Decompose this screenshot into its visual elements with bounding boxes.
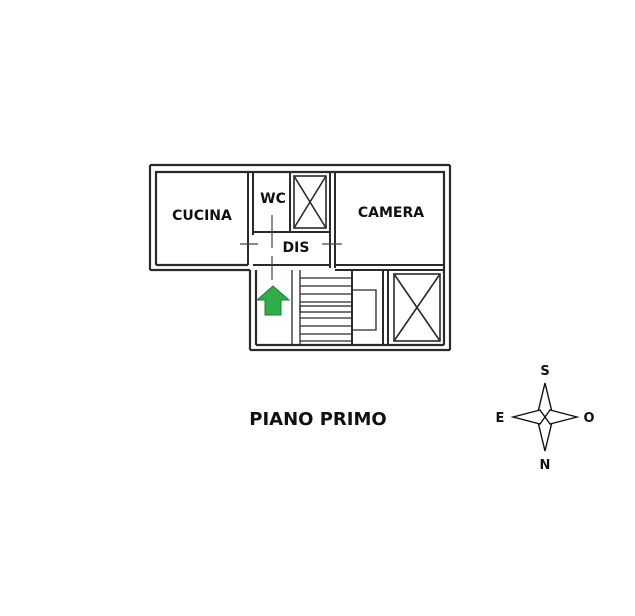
compass-rose-icon — [510, 382, 580, 452]
door-marks — [240, 215, 342, 280]
entry-arrow-icon — [255, 285, 291, 316]
outer-walls — [148, 163, 452, 352]
staircase — [291, 270, 377, 345]
floor-title: PIANO PRIMO — [249, 409, 387, 430]
compass-label-right: O — [583, 411, 594, 426]
shaft-wc — [293, 175, 327, 229]
compass-label-top: S — [540, 364, 549, 379]
room-label-wc: WC — [260, 191, 286, 207]
inner-walls — [247, 172, 444, 345]
room-label-camera: CAMERA — [358, 205, 424, 221]
compass-label-left: E — [496, 411, 505, 426]
room-label-cucina: CUCINA — [172, 208, 232, 224]
compass-label-bottom: N — [540, 458, 551, 473]
shaft-stair — [393, 273, 441, 342]
room-label-dis: DIS — [283, 240, 310, 256]
